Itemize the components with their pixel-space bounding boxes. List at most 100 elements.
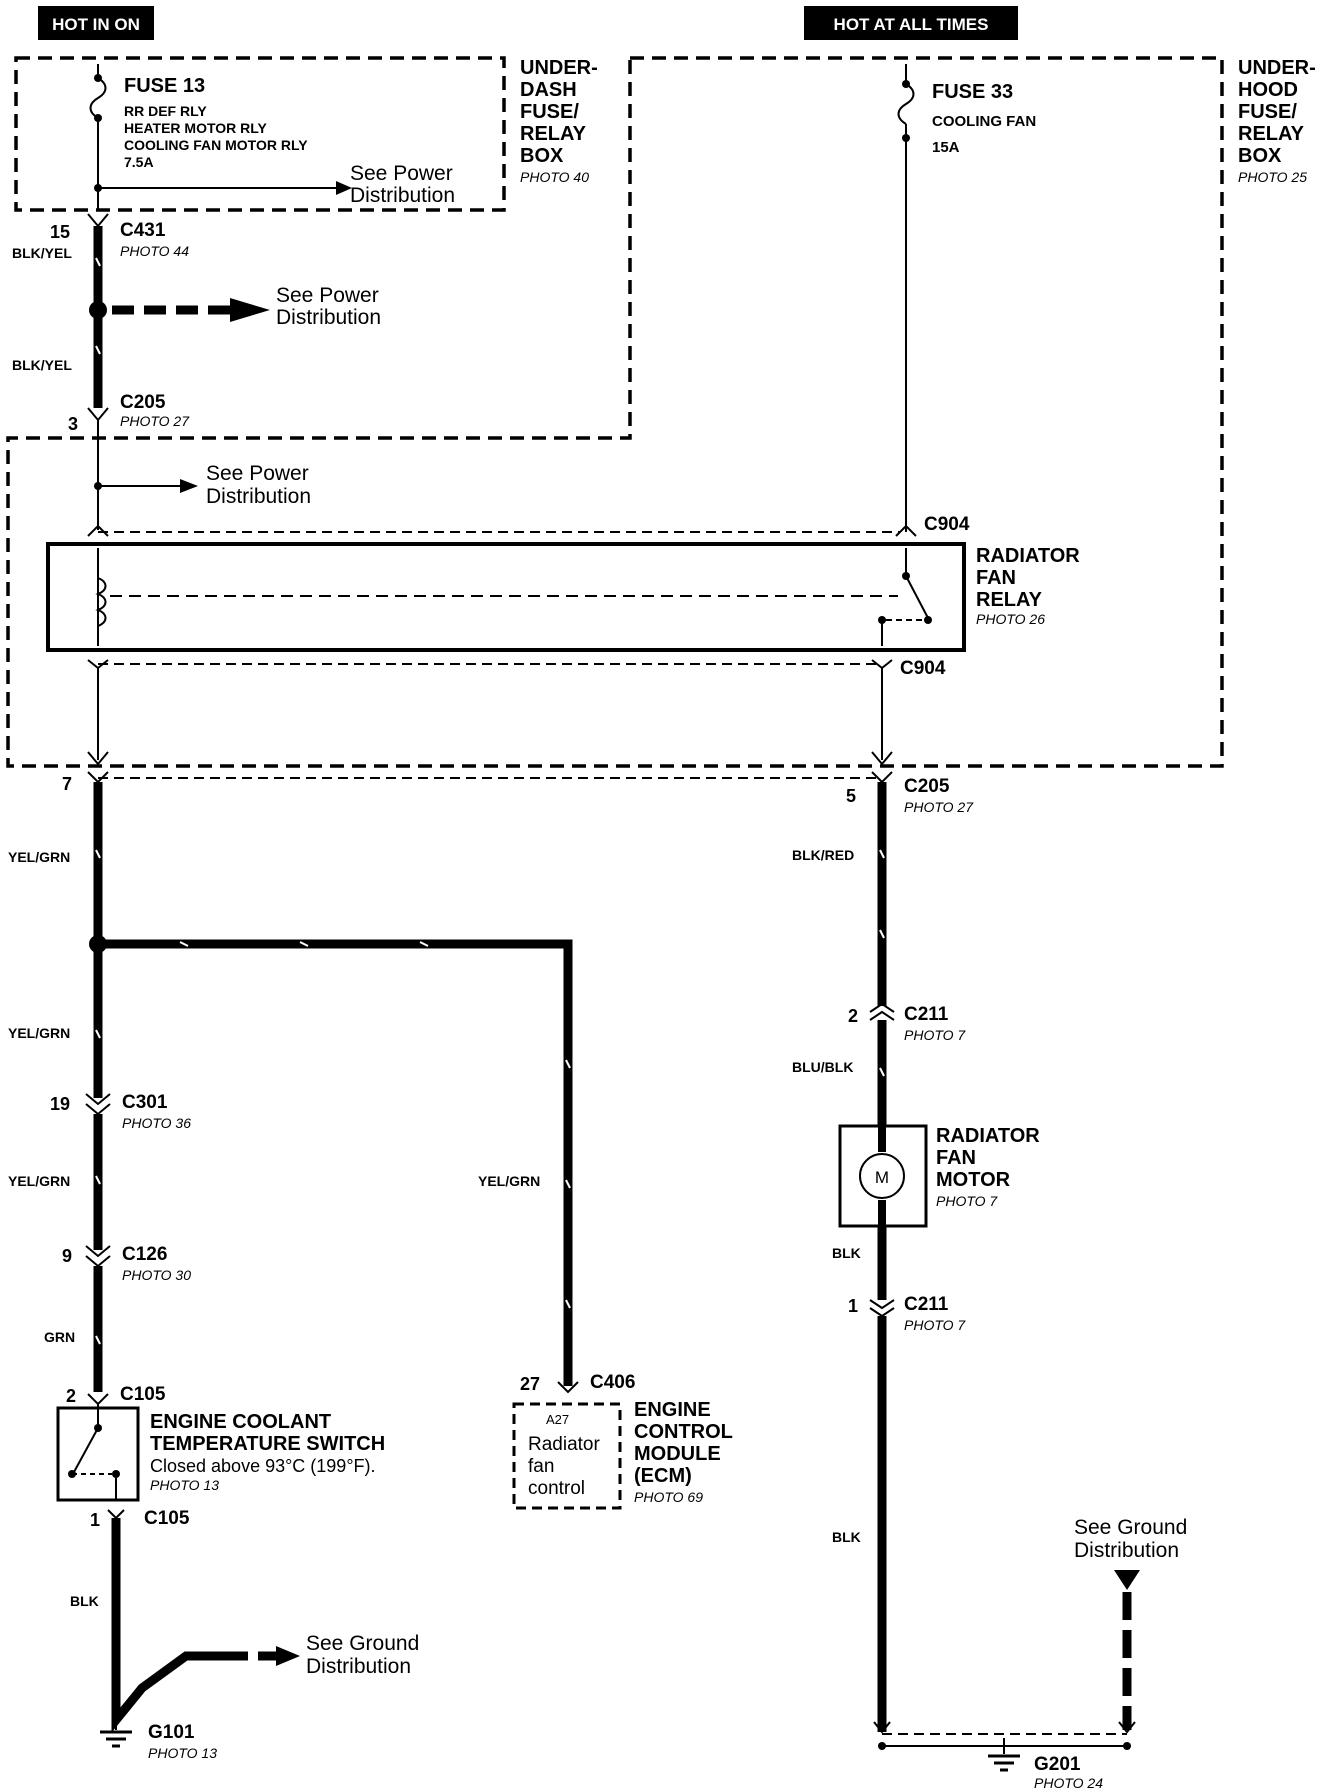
underdash-box-label: UNDER- DASH FUSE/ RELAY BOX [520, 57, 598, 167]
svg-text:1: 1 [90, 1510, 100, 1530]
svg-text:7.5A: 7.5A [124, 154, 154, 170]
see-ground-distribution-left: See Ground Distribution [306, 1632, 419, 1678]
see-power-distribution-3: See Power Distribution [206, 462, 311, 508]
wire-tick-marks [95, 257, 885, 1345]
svg-text:See Ground: See Ground [1074, 1516, 1187, 1539]
c211-top-connector: 2 C211 PHOTO 7 [848, 1002, 966, 1043]
svg-text:15: 15 [50, 222, 70, 242]
underhood-box-label: UNDER- HOOD FUSE/ RELAY BOX [1238, 57, 1316, 167]
g101-label: G101 PHOTO 13 [148, 1722, 217, 1761]
wire-yel-grn-3: YEL/GRN [8, 1173, 70, 1189]
svg-text:PHOTO 44: PHOTO 44 [120, 243, 189, 259]
svg-text:G101: G101 [148, 1722, 195, 1743]
svg-text:PHOTO 24: PHOTO 24 [1034, 1775, 1103, 1791]
ecm-inner-label: Radiator fan control [528, 1434, 600, 1499]
ecm-label: ENGINE CONTROL MODULE (ECM) [634, 1399, 733, 1487]
svg-text:C431: C431 [120, 220, 166, 241]
radiator-fan-relay-label: RADIATOR FAN RELAY [976, 545, 1080, 611]
svg-text:PHOTO 30: PHOTO 30 [122, 1267, 191, 1283]
svg-text:27: 27 [520, 1374, 540, 1394]
svg-text:TEMPERATURE SWITCH: TEMPERATURE SWITCH [150, 1433, 385, 1455]
svg-text:FUSE/: FUSE/ [1238, 101, 1297, 123]
svg-text:PHOTO 13: PHOTO 13 [150, 1477, 219, 1493]
svg-text:C205: C205 [904, 776, 950, 797]
fan-motor-photo: PHOTO 7 [936, 1193, 998, 1209]
g201-ground-icon [988, 1738, 1020, 1772]
svg-text:Distribution: Distribution [276, 306, 381, 329]
wire-yel-grn-ecm: YEL/GRN [478, 1173, 540, 1189]
svg-text:C105: C105 [144, 1508, 190, 1529]
hot-in-on-tag: HOT IN ON [38, 6, 154, 40]
c205-top-connector: 3 C205 PHOTO 27 [68, 392, 190, 434]
c301-connector: 19 C301 PHOTO 36 [50, 1092, 191, 1131]
svg-text:Distribution: Distribution [1074, 1539, 1179, 1562]
underhood-photo: PHOTO 25 [1238, 169, 1307, 185]
wire-blk-yel-1: BLK/YEL [12, 245, 72, 261]
radiator-fan-relay-box [46, 542, 966, 652]
svg-text:PHOTO 13: PHOTO 13 [148, 1745, 217, 1761]
wire-blk-left: BLK [70, 1593, 99, 1609]
svg-text:HOOD: HOOD [1238, 79, 1298, 101]
svg-text:PHOTO 7: PHOTO 7 [904, 1027, 966, 1043]
underdash-box-outline [14, 56, 506, 212]
svg-text:PHOTO 36: PHOTO 36 [122, 1115, 191, 1131]
svg-text:RADIATOR: RADIATOR [976, 545, 1080, 567]
svg-text:9: 9 [62, 1246, 72, 1266]
svg-text:CONTROL: CONTROL [634, 1421, 733, 1443]
fan-motor-icon [859, 1153, 905, 1199]
c904-top-label: C904 [924, 514, 970, 535]
see-power-distribution-1: See Power Distribution [350, 162, 455, 207]
wire-grn: GRN [44, 1329, 75, 1345]
svg-text:ENGINE COOLANT: ENGINE COOLANT [150, 1411, 331, 1433]
ecm-photo: PHOTO 69 [634, 1489, 703, 1505]
svg-text:C126: C126 [122, 1244, 167, 1265]
svg-text:PHOTO 7: PHOTO 7 [904, 1317, 966, 1333]
wire-yel-grn-1: YEL/GRN [8, 849, 70, 865]
c126-connector: 9 C126 PHOTO 30 [62, 1244, 191, 1283]
svg-text:C301: C301 [122, 1092, 168, 1113]
svg-text:RADIATOR: RADIATOR [936, 1125, 1040, 1147]
relay-coil-icon [95, 577, 107, 627]
svg-text:COOLING FAN: COOLING FAN [932, 113, 1036, 130]
wire-blk-right: BLK [832, 1529, 861, 1545]
svg-text:Closed above 93°C (199°F).: Closed above 93°C (199°F). [150, 1456, 376, 1476]
hot-at-all-times-tag: HOT AT ALL TIMES [804, 6, 1018, 40]
c205-right-connector: 5 C205 PHOTO 27 [846, 776, 974, 815]
svg-text:C406: C406 [590, 1372, 635, 1393]
svg-text:See Power: See Power [276, 284, 379, 307]
svg-text:BOX: BOX [1238, 145, 1282, 167]
wire-yel-grn-2: YEL/GRN [8, 1025, 70, 1041]
engine-coolant-temperature-switch-label: ENGINE COOLANT TEMPERATURE SWITCH Closed… [150, 1411, 385, 1493]
c211-bottom-connector: 1 C211 PHOTO 7 [848, 1294, 966, 1333]
wire-blk-yel-2: BLK/YEL [12, 357, 72, 373]
c904-bottom-label: C904 [900, 658, 946, 679]
svg-text:See Power: See Power [206, 462, 309, 485]
svg-text:Distribution: Distribution [306, 1655, 411, 1678]
svg-text:UNDER-: UNDER- [1238, 57, 1316, 79]
hot-in-on-label: HOT IN ON [52, 15, 140, 34]
svg-text:PHOTO 27: PHOTO 27 [120, 413, 190, 429]
svg-text:19: 19 [50, 1094, 70, 1114]
svg-text:UNDER-: UNDER- [520, 57, 598, 79]
svg-text:C105: C105 [120, 1384, 166, 1405]
ecm-pin-label: A27 [546, 1412, 569, 1427]
svg-text:BOX: BOX [520, 145, 564, 167]
svg-text:RR DEF RLY: RR DEF RLY [124, 103, 207, 119]
underdash-photo: PHOTO 40 [520, 169, 589, 185]
svg-text:Distribution: Distribution [350, 184, 455, 207]
svg-text:DASH: DASH [520, 79, 577, 101]
svg-text:FUSE 33: FUSE 33 [932, 81, 1013, 103]
g101-ground-icon [100, 1720, 132, 1748]
svg-text:15A: 15A [932, 139, 960, 156]
svg-text:2: 2 [66, 1386, 76, 1406]
fuse-33-label: FUSE 33 COOLING FAN 15A [932, 81, 1036, 156]
g201-label: G201 PHOTO 24 [1034, 1754, 1103, 1791]
temperature-switch-contact-icon [73, 1427, 99, 1473]
svg-text:control: control [528, 1478, 585, 1499]
svg-text:RELAY: RELAY [1238, 123, 1305, 145]
svg-text:ENGINE: ENGINE [634, 1399, 711, 1421]
radiator-fan-motor-label: RADIATOR FAN MOTOR [936, 1125, 1040, 1191]
svg-text:1: 1 [848, 1296, 858, 1316]
svg-text:fan: fan [528, 1456, 554, 1477]
